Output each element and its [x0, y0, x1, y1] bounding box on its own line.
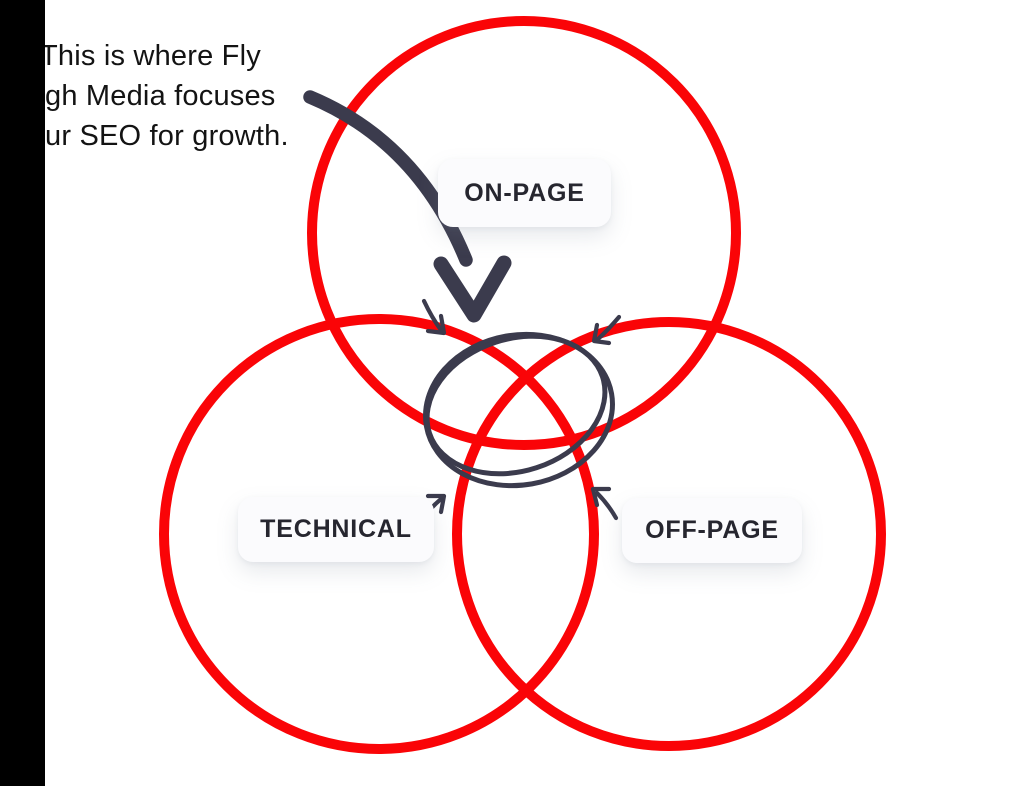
annotation-line-1: This is where Fly — [40, 40, 261, 72]
callout-arrow — [303, 90, 512, 323]
center-arrow-bottom-right — [590, 486, 619, 521]
center-scribble-circle — [423, 331, 615, 489]
annotation-line-3: ur SEO for growth. — [45, 120, 289, 152]
label-on-page-text: ON-PAGE — [464, 178, 585, 207]
annotation-line-2: gh Media focuses — [45, 80, 276, 112]
label-on-page: ON-PAGE — [438, 159, 611, 227]
off-page-circle — [452, 317, 886, 751]
on-page-circle — [307, 16, 741, 450]
center-arrow-top-left — [421, 298, 447, 336]
label-off-page-text: OFF-PAGE — [645, 516, 779, 544]
annotation-text: This is where Fly gh Media focuses ur SE… — [40, 36, 289, 156]
label-technical: TECHNICAL — [238, 497, 434, 562]
label-technical-text: TECHNICAL — [260, 515, 412, 543]
technical-circle — [159, 314, 599, 754]
left-black-bar — [0, 0, 45, 786]
center-arrow-top-right — [591, 314, 622, 346]
label-off-page: OFF-PAGE — [622, 498, 802, 563]
